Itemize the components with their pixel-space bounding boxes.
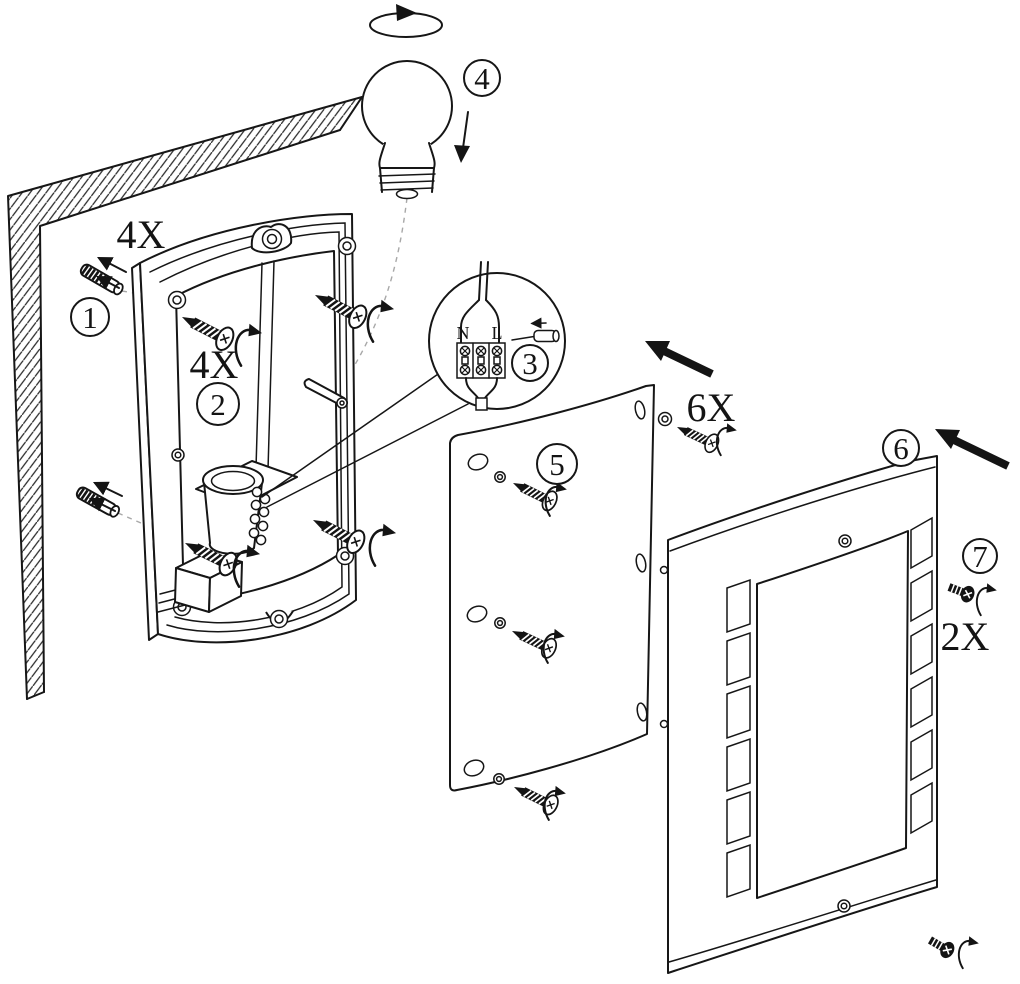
cable-entry: [303, 378, 348, 409]
step-7-badge: 7: [962, 538, 998, 574]
cover-screw-icon: [924, 931, 958, 962]
cover-screw-qty-label: 2X: [941, 614, 990, 659]
wiring-detail-callout: N L: [428, 261, 566, 411]
attach-direction-arrow-2: [935, 429, 1010, 470]
step1-wall-anchors: [73, 256, 127, 520]
attach-direction-arrow-1: [645, 341, 714, 378]
housing-back-box: [131, 213, 357, 644]
light-bulb: [361, 4, 470, 200]
svg-text:7: 7: [972, 539, 988, 574]
inner-panel: [449, 384, 655, 792]
terminal-label-neutral: N: [457, 323, 470, 343]
step-4-badge: 4: [463, 59, 501, 97]
wall-top-hatch: [8, 97, 362, 226]
cover-left-slots: [726, 578, 751, 899]
svg-text:6: 6: [893, 431, 909, 466]
step-3-badge: 3: [511, 344, 549, 382]
fixture-wires: [465, 377, 498, 411]
step-1-badge: 1: [70, 297, 110, 337]
screw-qty-label: 4X: [190, 342, 239, 387]
bulb-rotation-arrowhead: [396, 4, 417, 21]
step-6-badge: 6: [882, 429, 920, 467]
cover-window: [756, 530, 909, 899]
outer-cover: [659, 455, 938, 974]
svg-text:5: 5: [549, 447, 565, 482]
panel-side-slots: [634, 400, 648, 722]
terminal-block: [456, 342, 506, 379]
rotate-arrow-icon: [368, 522, 398, 567]
rotate-arrow-icon: [975, 582, 998, 617]
terminal-label-live: L: [492, 323, 503, 343]
step-2-badge: 2: [196, 382, 240, 426]
wall-left-hatch: [8, 196, 44, 699]
insert-down-arrow: [462, 111, 469, 149]
cover-screw-icon: [945, 578, 978, 606]
wall: [7, 96, 363, 700]
cover-right-slots: [910, 516, 933, 835]
svg-text:2: 2: [210, 387, 226, 422]
supply-cable: [460, 261, 500, 344]
panel-screw-hardware: [657, 411, 738, 457]
top-mounting-tab: [250, 223, 293, 254]
svg-text:1: 1: [82, 300, 98, 335]
rotate-arrow-icon: [366, 298, 396, 343]
insert-arrow: [92, 481, 123, 497]
svg-text:4: 4: [474, 61, 490, 96]
insert-arrow: [88, 497, 116, 512]
panel-screw-qty-label: 6X: [687, 385, 736, 430]
callout-lines: [261, 371, 469, 508]
bulb-globe: [361, 60, 453, 152]
svg-text:3: 3: [522, 346, 538, 381]
insert-arrow: [96, 275, 120, 290]
panel-screw-icon: [508, 776, 562, 818]
rotate-arrow-icon: [957, 935, 980, 970]
panel-keyholes: [463, 453, 506, 785]
anchor-qty-label: 4X: [117, 212, 166, 257]
bulb-screw-base: [378, 167, 436, 200]
step-5-badge: 5: [536, 443, 578, 485]
screwdriver-icon: [511, 317, 560, 343]
bottom-mounting-tab: [265, 609, 294, 629]
insert-arrow: [97, 256, 127, 273]
